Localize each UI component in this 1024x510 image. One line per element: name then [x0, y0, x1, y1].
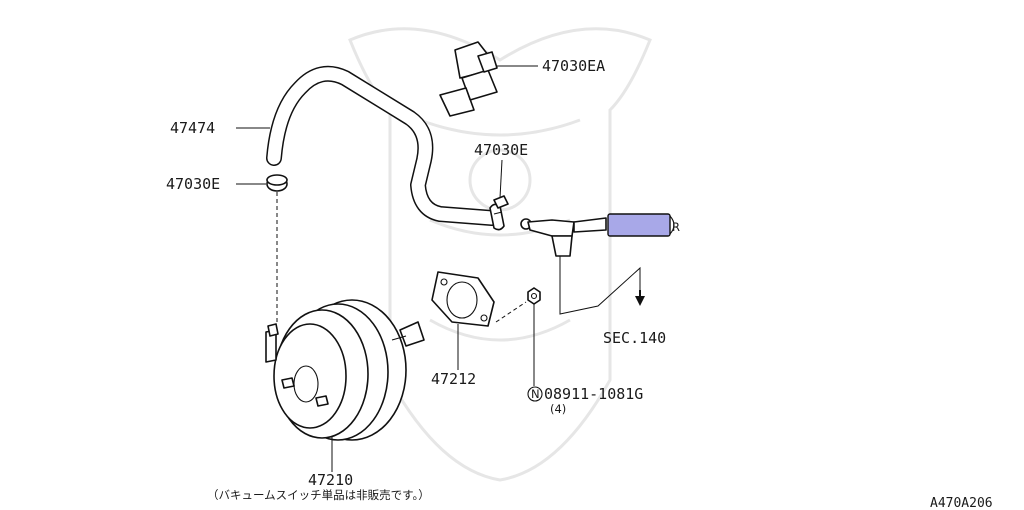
nut-symbol: N: [531, 387, 540, 401]
label-sec-140: SEC.140: [603, 329, 666, 347]
hose-end-cap: [669, 215, 675, 235]
clip-47030e-upper[interactable]: [489, 195, 509, 231]
nut[interactable]: [527, 287, 541, 305]
label-47212: 47212: [431, 370, 476, 388]
section-leader-line: [559, 256, 641, 315]
label-nut-quantity: (4): [550, 402, 566, 416]
clip-47030e-left[interactable]: [266, 174, 288, 192]
check-valve[interactable]: [520, 217, 607, 257]
gasket[interactable]: [431, 271, 495, 327]
hose-end-mark: R: [672, 220, 680, 234]
label-47030ea: 47030EA: [542, 57, 605, 75]
leader-47030e-upper: [499, 159, 503, 199]
label-47030e-left: 47030E: [166, 175, 220, 193]
dashed-guide-nut: [495, 301, 527, 323]
highlighted-hose-segment[interactable]: [607, 213, 671, 237]
arrow-down-icon: [635, 296, 645, 306]
label-47210: 47210: [308, 471, 353, 489]
brake-booster[interactable]: [265, 299, 425, 441]
diagram-code: A470A206: [930, 496, 993, 510]
clip-47030ea[interactable]: [439, 41, 498, 117]
label-47474: 47474: [170, 119, 215, 137]
nut-symbol-circle: [527, 386, 543, 402]
label-47030e-upper: 47030E: [474, 141, 528, 159]
label-nut-part-number: 08911-1081G: [544, 385, 643, 403]
vacuum-hose[interactable]: [266, 65, 500, 226]
label-booster-note: （バキュームスイッチ単品は非販売です。）: [207, 488, 430, 502]
